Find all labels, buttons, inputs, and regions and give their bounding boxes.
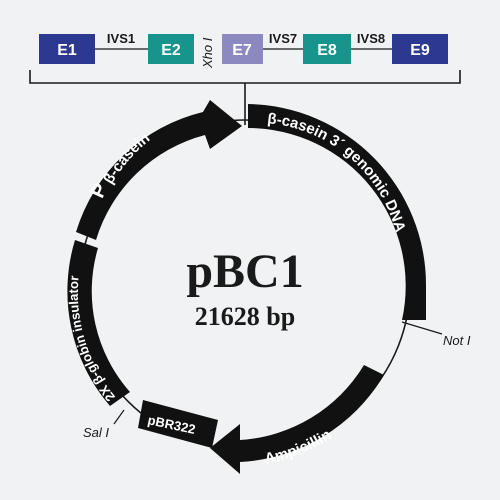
- xho1-site-label: Xho I: [200, 37, 215, 69]
- feature-arcs: [67, 100, 427, 474]
- exon-e7: [222, 34, 263, 64]
- exon-label-e9: E9: [410, 42, 430, 59]
- ampicillin-arc: [210, 365, 384, 474]
- exon-e2: [148, 34, 194, 64]
- promoter-arc: [76, 100, 242, 240]
- insulator-arc: [67, 240, 130, 406]
- exon-label-e1: E1: [57, 42, 77, 59]
- casein-3prime-label: β-casein 3´ genomic DNA: [267, 110, 409, 234]
- exon-e8: [303, 34, 351, 64]
- exon-label-e8: E8: [317, 42, 337, 59]
- plasmid-name: pBC1: [186, 245, 303, 298]
- pbr322-arc: [138, 400, 218, 448]
- exon-label-e2: E2: [161, 42, 181, 59]
- casein-3prime-arc: [248, 104, 427, 320]
- gene-bracket: [29, 70, 461, 84]
- not1-tick: [401, 321, 443, 335]
- intron-label-ivs8: IVS8: [357, 31, 385, 46]
- not1-site-label: Not I: [443, 333, 471, 348]
- gene-structure: E1 E2 E7 E8 E9 IVS1 IVS7 IVS8 Xho I: [29, 31, 461, 125]
- intron-label-ivs7: IVS7: [269, 31, 297, 46]
- sal1-site-label: Sal I: [83, 425, 109, 440]
- exon-label-e7: E7: [232, 42, 252, 59]
- exon-e9: [392, 34, 448, 64]
- sal1-tick: [113, 409, 125, 425]
- exon-e1: [39, 34, 95, 64]
- plasmid-size: 21628 bp: [195, 302, 295, 331]
- intron-label-ivs1: IVS1: [107, 31, 135, 46]
